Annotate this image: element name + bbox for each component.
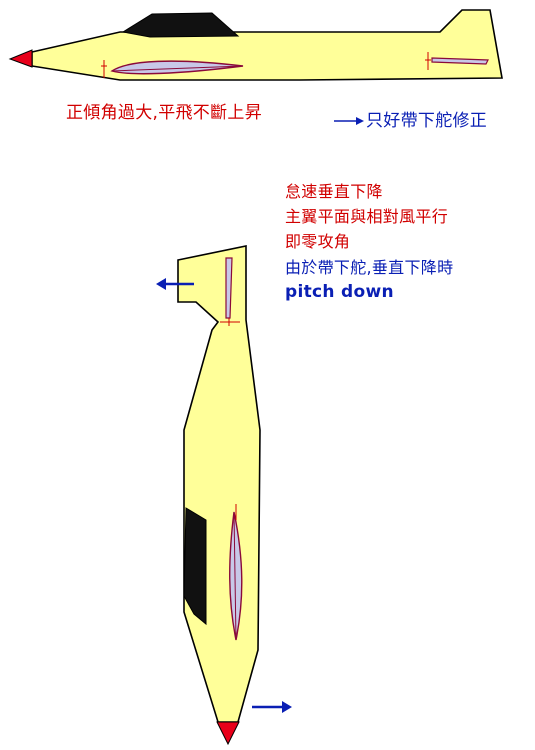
blue-caption-line1: 由於帶下舵,垂直下降時 [285, 258, 454, 277]
top-right-arrow [334, 117, 364, 125]
vertical-fuselage [177, 245, 261, 723]
nose-right-arrow [252, 701, 292, 713]
vertical-airplane [177, 245, 261, 746]
stall-caption-line2: 主翼平面與相對風平行 [285, 207, 449, 226]
horizontal-airplane [8, 9, 503, 81]
tail-left-arrow [156, 278, 194, 290]
horizontal-canopy [121, 12, 240, 38]
top-right-caption: 只好帶下舵修正 [366, 111, 488, 131]
vertical-stabilizer [225, 257, 233, 319]
vertical-canopy [183, 507, 207, 626]
main-wing-chord-line [111, 65, 244, 72]
top-left-caption: 正傾角過大,平飛不斷上昇 [66, 103, 263, 123]
horizontal-nose-spinner [8, 49, 33, 68]
stall-caption-line1: 怠速垂直下降 [285, 182, 383, 201]
stall-caption-line3: 即零攻角 [285, 232, 351, 251]
vertical-nose-spinner [216, 721, 240, 746]
blue-caption-line2: pitch down [285, 282, 394, 302]
horizontal-stabilizer [431, 57, 489, 65]
horizontal-fuselage [31, 9, 503, 81]
vertical-wing-chord-line [233, 511, 237, 641]
